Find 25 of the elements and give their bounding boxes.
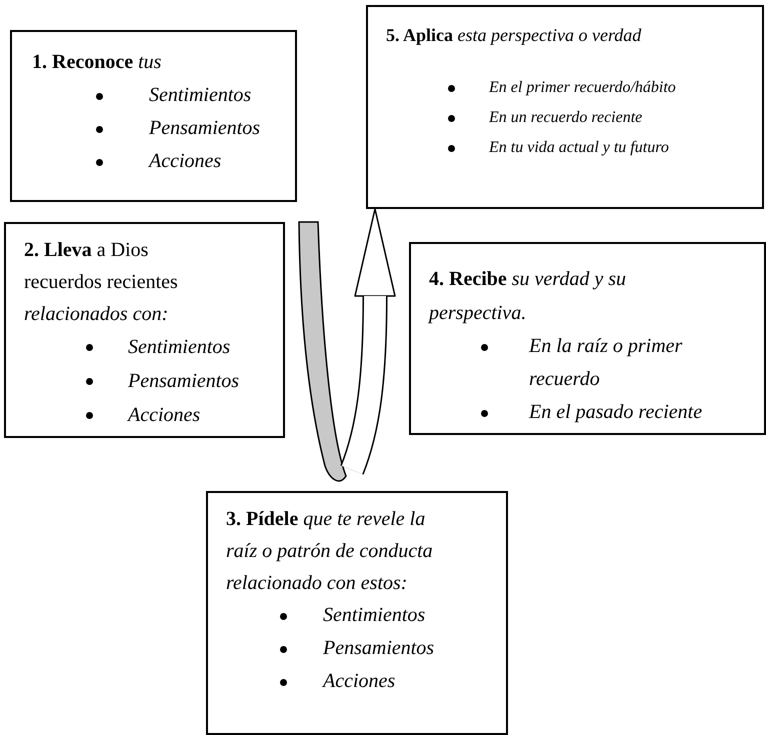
bullet-item: En la raíz o primer recuerdo <box>529 335 682 390</box>
bullet-item: Pensamientos <box>128 370 240 392</box>
step-heading: 5. Aplica esta perspectiva o verdad <box>386 25 642 45</box>
step-box <box>366 5 764 209</box>
step-box <box>10 30 297 202</box>
step-box <box>409 242 766 435</box>
bullet-item: Acciones <box>128 404 200 426</box>
step-heading: 1. Reconoce tus <box>32 51 162 73</box>
bullet-item: Pensamientos <box>323 637 434 659</box>
bullet-item: Sentimientos <box>128 336 230 358</box>
bullet-item: Sentimientos <box>149 84 252 106</box>
bullet-item: Acciones <box>323 670 396 692</box>
step-heading: 4. Recibe su verdad y su perspectiva. <box>429 268 626 324</box>
step-heading: 2. Lleva a Dios recuerdos recientes relacionados con: <box>24 239 178 325</box>
step-heading: 3. Pídele que te revele la raíz o patrón de conducta relacionado con estos: <box>226 508 433 594</box>
bullet-item: Pensamientos <box>149 117 260 139</box>
bullet-item: En el primer recuerdo/hábito <box>489 79 676 96</box>
bullet-item: En tu vida actual y tu futuro <box>489 139 669 156</box>
step-box <box>4 222 285 438</box>
bullet-item: Acciones <box>149 150 222 172</box>
u-turn-arrow <box>298 208 396 482</box>
step-box <box>206 491 508 735</box>
bullet-item: En un recuerdo reciente <box>489 109 642 126</box>
bullet-item: En el pasado reciente <box>529 401 702 423</box>
bullet-item: Sentimientos <box>323 604 426 626</box>
